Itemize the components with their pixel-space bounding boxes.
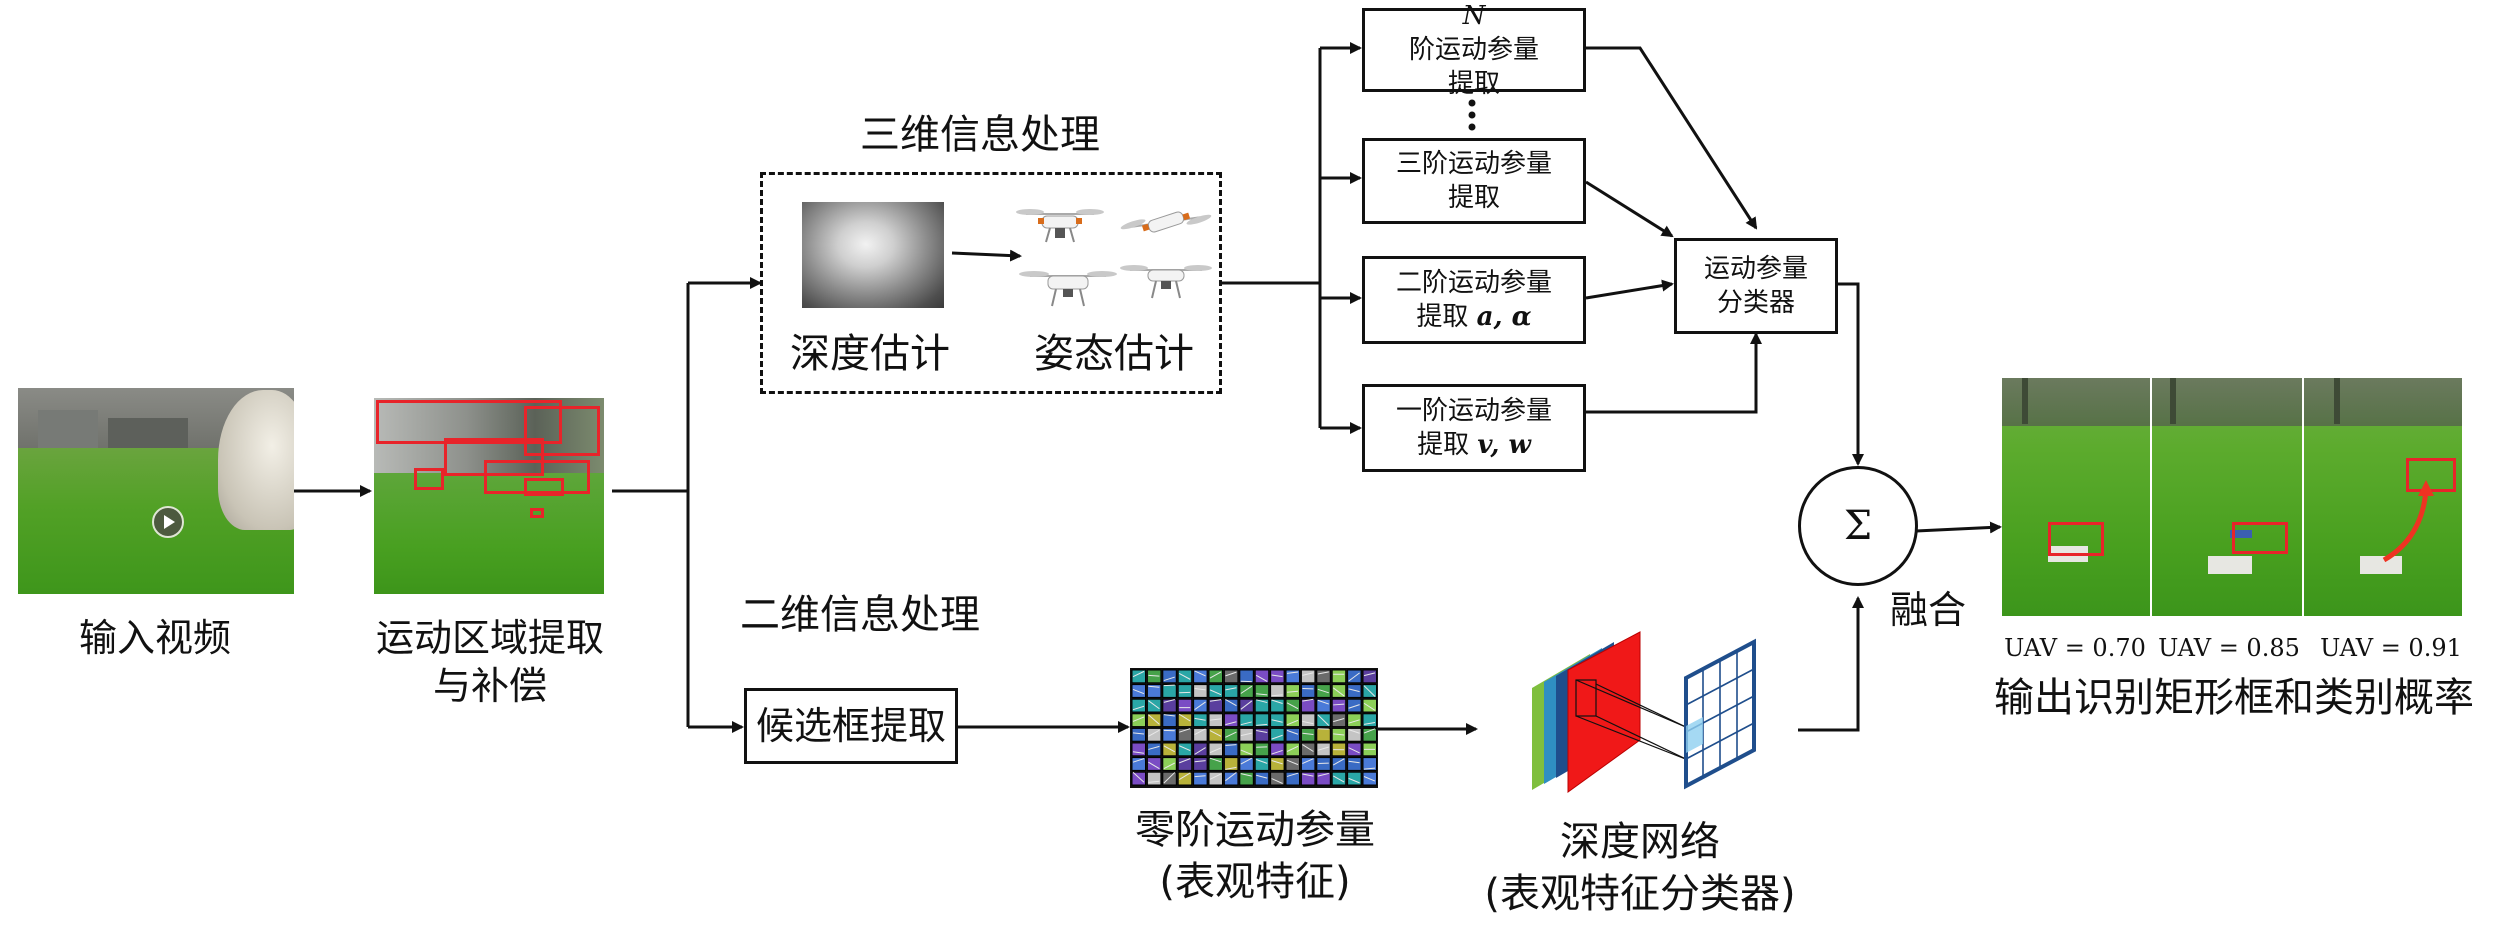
drone-icon xyxy=(1016,209,1212,307)
deep-network-diagram xyxy=(1532,631,1756,793)
output-frame-3 xyxy=(2304,378,2462,616)
deep-net-label-line1: 深度网络 xyxy=(1560,819,1720,865)
pose-estimation-label: 姿态估计 xyxy=(1034,331,1194,377)
first-order-motion-box: 一阶运动参量 提取 v, w xyxy=(1362,384,1586,472)
arrow-sigma-to-output xyxy=(1915,521,2002,534)
second-order-label-line2: 提取 xyxy=(1416,302,1469,332)
depth-estimation-label: 深度估计 xyxy=(790,331,950,377)
fusion-sigma-node: Σ xyxy=(1798,466,1918,586)
arrow-second-to-classifier xyxy=(1585,279,1674,300)
sigma-symbol: Σ xyxy=(1843,503,1873,549)
depth-map-image xyxy=(802,202,944,308)
play-icon[interactable] xyxy=(152,506,184,538)
motion-classifier-label-line1: 运动参量 xyxy=(1703,254,1808,284)
first-order-vars: v, w xyxy=(1477,430,1531,460)
first-order-label-line1: 一阶运动参量 xyxy=(1395,396,1552,426)
nth-order-label-line1: 阶运动参量 xyxy=(1408,35,1539,65)
nth-order-motion-box: N 阶运动参量 提取 xyxy=(1362,1,1586,99)
candidate-box-label: 候选框提取 xyxy=(755,704,946,748)
section-3d-title: 三维信息处理 xyxy=(860,112,1100,158)
third-order-motion-box: 三阶运动参量 提取 xyxy=(1362,138,1586,224)
section-3d-group xyxy=(760,172,1222,394)
first-order-label-line2: 提取 xyxy=(1417,430,1470,460)
arrow-first-to-classifier xyxy=(1586,332,1762,414)
motion-region-label-line2: 与补偿 xyxy=(432,664,547,708)
output-label: 输出识别矩形框和类别概率 xyxy=(1994,675,2474,721)
section-2d-title: 二维信息处理 xyxy=(740,592,980,638)
motion-region-thumbnail xyxy=(374,398,604,594)
third-order-label-line1: 三阶运动参量 xyxy=(1395,149,1552,179)
output-frame-1 xyxy=(2002,378,2150,616)
second-order-label-line1: 二阶运动参量 xyxy=(1395,268,1552,298)
deep-net-label-line2: (表观特征分类器) xyxy=(1484,871,1796,917)
fusion-label: 融合 xyxy=(1889,588,1966,632)
output-frame-2 xyxy=(2152,378,2302,616)
second-order-motion-box: 二阶运动参量 提取 a, α xyxy=(1362,256,1586,344)
detection-box-1 xyxy=(2048,522,2104,556)
second-order-vars: a, α xyxy=(1476,302,1532,332)
drone-pose-images xyxy=(1016,209,1212,307)
motion-classifier-label-line2: 分类器 xyxy=(1716,288,1795,318)
nth-order-label-line2: 提取 xyxy=(1447,69,1500,99)
third-order-label-line2: 提取 xyxy=(1447,183,1500,213)
zero-order-label-line1: 零阶运动参量 xyxy=(1135,807,1375,853)
detection-box-2 xyxy=(2232,522,2288,554)
score-frame-2: UAV = 0.85 xyxy=(2158,634,2300,662)
motion-classifier-box: 运动参量 分类器 xyxy=(1674,238,1838,334)
arrow-cnn-to-sigma xyxy=(1798,596,1864,732)
arrow-nth-to-classifier xyxy=(1586,46,1758,230)
input-video-thumbnail[interactable] xyxy=(18,388,294,594)
score-frame-1: UAV = 0.70 xyxy=(2004,634,2146,662)
arrow-third-to-classifier xyxy=(1585,180,1674,238)
motion-region-label-line1: 运动区域提取 xyxy=(375,616,604,660)
vertical-ellipsis-icon xyxy=(1468,99,1476,131)
arrow-depth-to-pose xyxy=(951,249,1022,262)
nth-order-var: N xyxy=(1462,1,1486,31)
zero-order-label-line2: (表观特征) xyxy=(1159,859,1351,905)
appearance-feature-maps xyxy=(1130,668,1378,788)
trajectory-arrow xyxy=(2382,480,2434,563)
arrow-classifier-to-sigma xyxy=(1838,282,1864,466)
candidate-box-extraction: 候选框提取 xyxy=(744,688,958,764)
input-video-label: 输入视频 xyxy=(78,616,231,660)
score-frame-3: UAV = 0.91 xyxy=(2320,634,2462,662)
